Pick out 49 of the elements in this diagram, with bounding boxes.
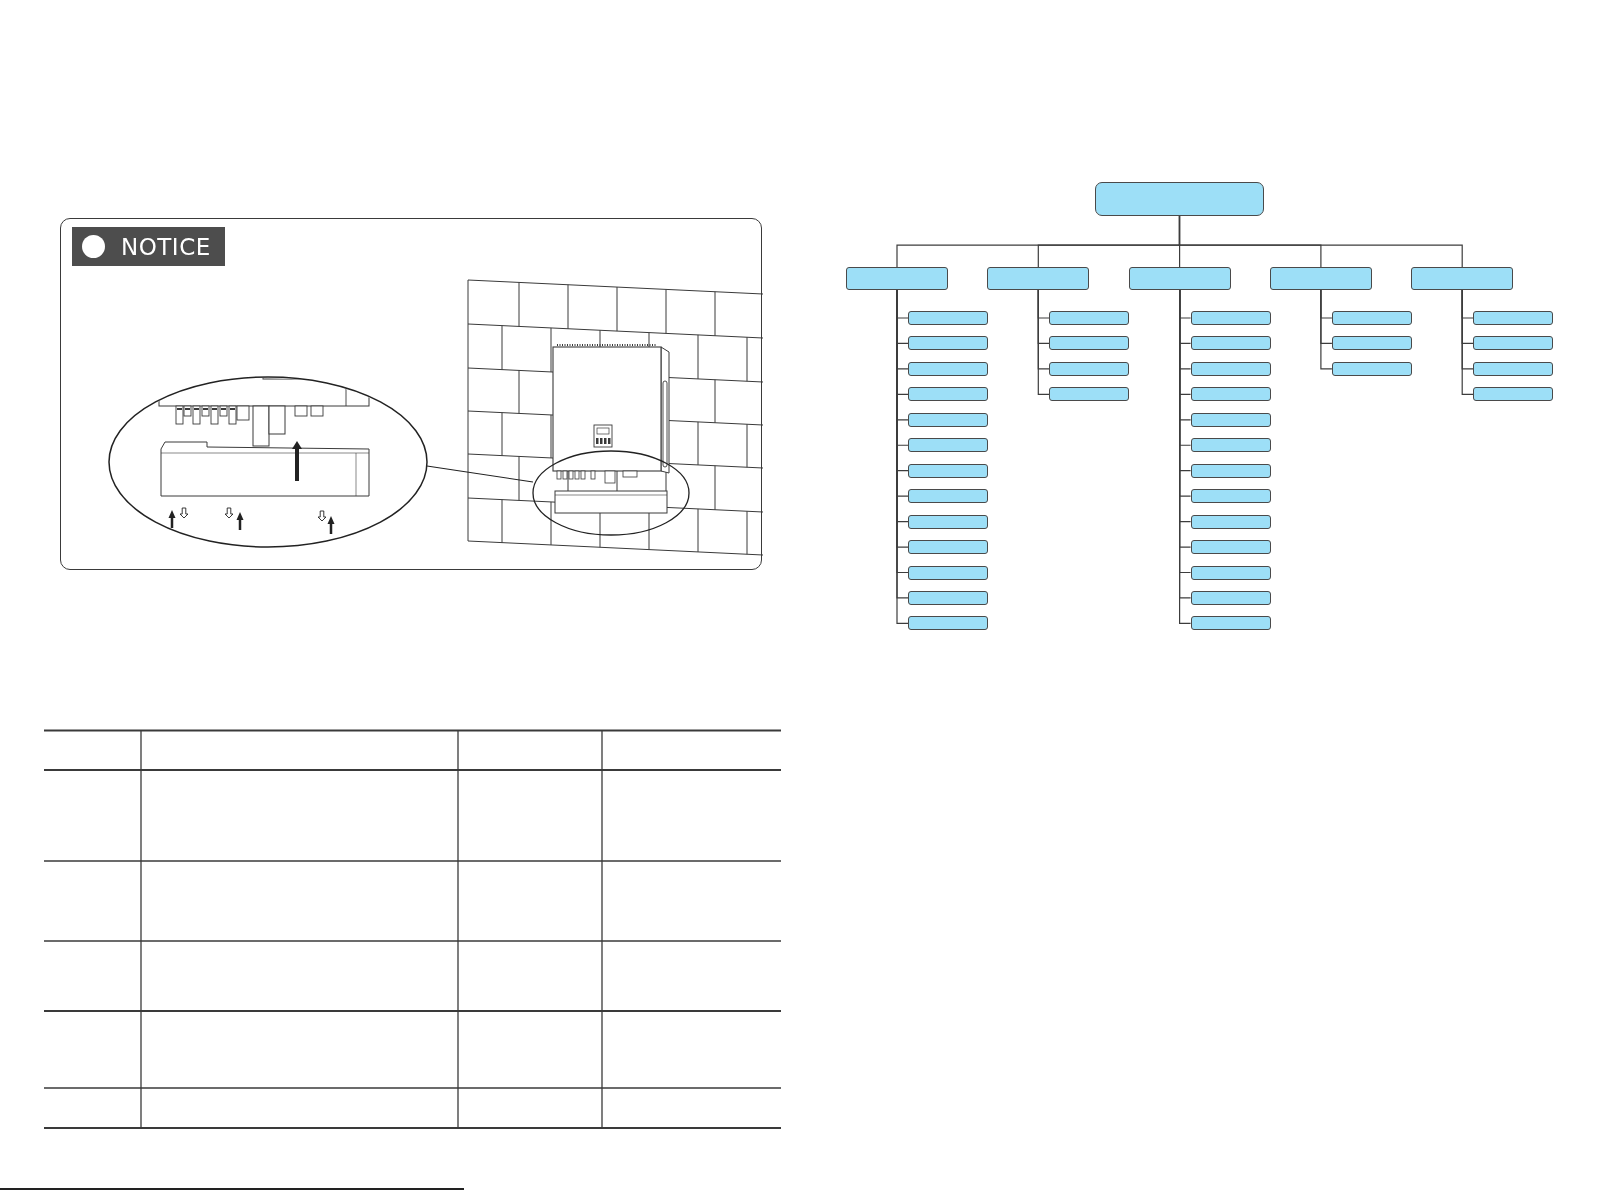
leaf-node (1049, 361, 1130, 376)
leaf-node (908, 438, 988, 453)
leaf-node (1190, 387, 1271, 402)
notice-heading: NOTICE (121, 233, 211, 260)
branch-node (987, 267, 1090, 290)
leaf-node (1473, 336, 1554, 351)
leaf-node (908, 489, 988, 504)
leaf-node (1190, 361, 1271, 376)
leaf-node (1190, 565, 1271, 580)
leaf-node (1473, 387, 1554, 402)
leaf-node (1473, 361, 1554, 376)
leaf-node (908, 361, 988, 376)
leaf-node (1190, 590, 1271, 605)
leaf-node (1190, 336, 1271, 351)
leaf-node (1190, 311, 1271, 325)
branch-node (1128, 267, 1231, 290)
leaf-node (908, 540, 988, 555)
leaf-node (908, 387, 988, 402)
leaf-node (1190, 412, 1271, 427)
connector-line (1461, 289, 1474, 395)
leaf-node (1190, 489, 1271, 504)
connector-line (1037, 289, 1050, 395)
leaf-node (1473, 311, 1554, 325)
notice-panel (60, 218, 762, 570)
connector-line (1178, 215, 1463, 268)
leaf-node (1049, 387, 1130, 402)
connector-line (1320, 289, 1333, 370)
root-node (1095, 182, 1264, 216)
leaf-node (908, 514, 988, 529)
leaf-node (908, 336, 988, 351)
leaf-node (908, 565, 988, 580)
leaf-node (1331, 361, 1412, 376)
branch-node (1411, 267, 1514, 290)
leaf-node (1190, 438, 1271, 453)
leaf-node (908, 616, 988, 631)
leaf-node (1049, 311, 1130, 325)
leaf-node (1190, 616, 1271, 631)
branch-node (846, 267, 948, 290)
leaf-node (908, 590, 988, 605)
branch-node (1269, 267, 1372, 290)
leaf-node (908, 311, 988, 325)
leaf-node (908, 412, 988, 427)
leaf-node (1190, 540, 1271, 555)
leaf-node (1331, 311, 1412, 325)
leaf-node (1190, 514, 1271, 529)
leaf-node (1331, 336, 1412, 351)
leaf-node (908, 463, 988, 478)
leaf-node (1049, 336, 1130, 351)
leaf-node (1190, 463, 1271, 478)
